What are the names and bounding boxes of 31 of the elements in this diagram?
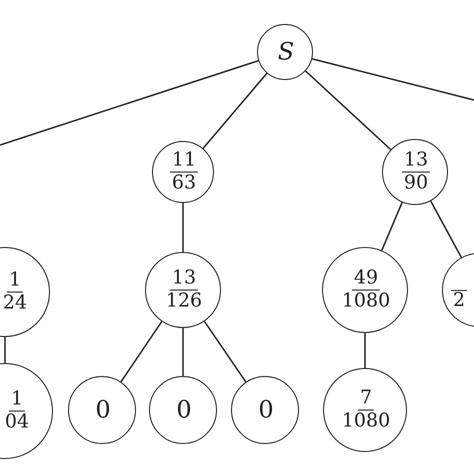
- denominator: 63: [170, 172, 198, 194]
- node-value: 0: [176, 397, 192, 423]
- denominator: 90: [402, 172, 430, 194]
- denominator: 1080: [340, 410, 392, 432]
- connector-line: [430, 200, 462, 258]
- numerator: 1: [8, 390, 26, 412]
- numerator: 11: [170, 150, 198, 172]
- numerator: 7: [358, 388, 374, 410]
- denominator: 04: [4, 412, 30, 432]
- connector-line: [204, 320, 246, 382]
- connector-line: [202, 72, 268, 149]
- connector-line: [312, 58, 474, 101]
- connector-line: [0, 60, 259, 146]
- denominator: 126: [164, 290, 204, 312]
- connector-line: [364, 333, 366, 368]
- denominator: 24: [2, 292, 28, 314]
- denominator: 2: [450, 290, 468, 312]
- numerator: 13: [170, 268, 198, 290]
- numerator: 13: [402, 150, 430, 172]
- connector-line: [182, 203, 184, 252]
- connector-line: [4, 337, 6, 363]
- root-label: S: [278, 39, 294, 65]
- numerator: 49: [352, 268, 380, 290]
- connector-line: [381, 202, 403, 251]
- numerator: 1: [6, 270, 24, 292]
- connector-line: [182, 328, 184, 376]
- connector-line: [305, 70, 392, 150]
- connector-line: [120, 321, 162, 382]
- node-value: 0: [258, 397, 274, 423]
- node-value: 0: [95, 397, 111, 423]
- denominator: 1080: [340, 290, 392, 312]
